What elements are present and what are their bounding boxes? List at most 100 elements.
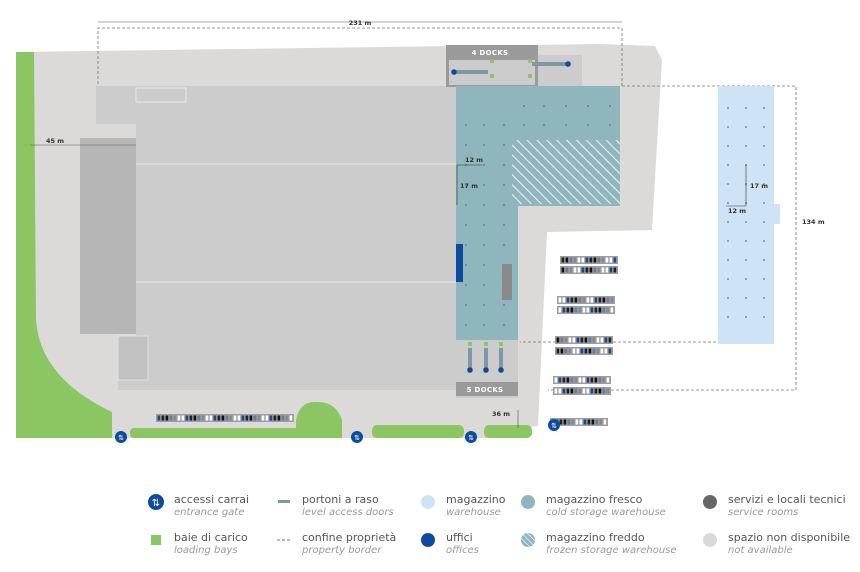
column-marker (763, 145, 765, 147)
parked-car (554, 377, 558, 383)
parked-car (575, 419, 579, 425)
parked-car (578, 388, 582, 394)
column-marker (727, 316, 729, 318)
legend-label-it: magazzino freddo (546, 531, 645, 544)
parked-car (586, 377, 590, 383)
parked-car (558, 307, 562, 313)
parked-car (589, 267, 593, 273)
parked-car (569, 267, 573, 273)
parked-car (570, 307, 574, 313)
parked-car (561, 267, 565, 273)
parked-car (556, 337, 560, 343)
parked-car (261, 415, 265, 421)
parked-car (606, 377, 610, 383)
parked-car (570, 388, 574, 394)
parked-car (577, 257, 581, 263)
parked-car (602, 297, 606, 303)
dock-block-top (446, 45, 582, 87)
parked-car (157, 415, 161, 421)
parked-car (606, 307, 610, 313)
docks-bottom-label: 5 DOCKS (467, 386, 504, 394)
parking-row (555, 336, 613, 344)
column-marker (745, 107, 747, 109)
column-marker (503, 244, 505, 246)
parking-row (560, 266, 618, 274)
parked-car (596, 348, 600, 354)
parked-car (604, 348, 608, 354)
legend-label-it: portoni a raso (302, 493, 379, 506)
parked-car (253, 415, 257, 421)
parked-car (602, 388, 606, 394)
column-marker (727, 202, 729, 204)
parked-car (566, 388, 570, 394)
parked-car (558, 377, 562, 383)
parked-car (582, 388, 586, 394)
parked-car (249, 415, 253, 421)
svg-text:⇅: ⇅ (152, 498, 160, 509)
parked-car (568, 337, 572, 343)
column-marker (523, 105, 525, 107)
parked-car (597, 257, 601, 263)
level-door-icon (276, 494, 292, 510)
parked-car (205, 415, 209, 421)
column-marker (483, 324, 485, 326)
svg-text:⇅: ⇅ (118, 434, 124, 442)
column-marker (763, 316, 765, 318)
parked-car (579, 419, 583, 425)
office-block (456, 244, 463, 282)
parked-car (578, 297, 582, 303)
parked-car (609, 257, 613, 263)
parked-car (566, 297, 570, 303)
parked-car (594, 377, 598, 383)
parked-car (560, 348, 564, 354)
parked-car (562, 388, 566, 394)
column-marker (609, 124, 611, 126)
parked-car (562, 377, 566, 383)
parked-car (221, 415, 225, 421)
parked-car (586, 297, 590, 303)
column-marker (763, 183, 765, 185)
parked-car (566, 307, 570, 313)
parked-car (580, 348, 584, 354)
legend-label-en: entrance gate (174, 507, 245, 518)
parked-car (573, 267, 577, 273)
parked-car (593, 267, 597, 273)
column-marker (465, 184, 467, 186)
column-marker (483, 144, 485, 146)
property-border (97, 27, 797, 391)
parked-car (582, 377, 586, 383)
bay-width-main: 12 m (465, 156, 483, 164)
legend-label-it: magazzino (446, 493, 506, 506)
parked-car (606, 297, 610, 303)
parked-car (554, 388, 558, 394)
parked-car (562, 297, 566, 303)
column-marker (503, 304, 505, 306)
parked-car (173, 415, 177, 421)
column-marker (503, 144, 505, 146)
legend-label-en: frozen storage warehouse (546, 545, 677, 556)
parked-car (165, 415, 169, 421)
parked-car (605, 257, 609, 263)
dim-depth-right: 134 m (802, 218, 825, 226)
parking-row (555, 347, 613, 355)
column-marker (465, 304, 467, 306)
cold-storage-columns (465, 105, 611, 326)
parked-car (217, 415, 221, 421)
legend-label-en: property border (302, 545, 382, 556)
parked-car (602, 307, 606, 313)
column-marker (483, 164, 485, 166)
service-rooms-dot-icon (702, 494, 718, 510)
parked-car (185, 415, 189, 421)
column-marker (503, 124, 505, 126)
column-marker (503, 284, 505, 286)
parked-car (598, 388, 602, 394)
parking-row (557, 306, 615, 314)
parked-car (588, 348, 592, 354)
column-marker (483, 304, 485, 306)
parked-car (593, 257, 597, 263)
offices-dot-icon (420, 532, 436, 548)
parked-car (590, 388, 594, 394)
parked-car (596, 337, 600, 343)
